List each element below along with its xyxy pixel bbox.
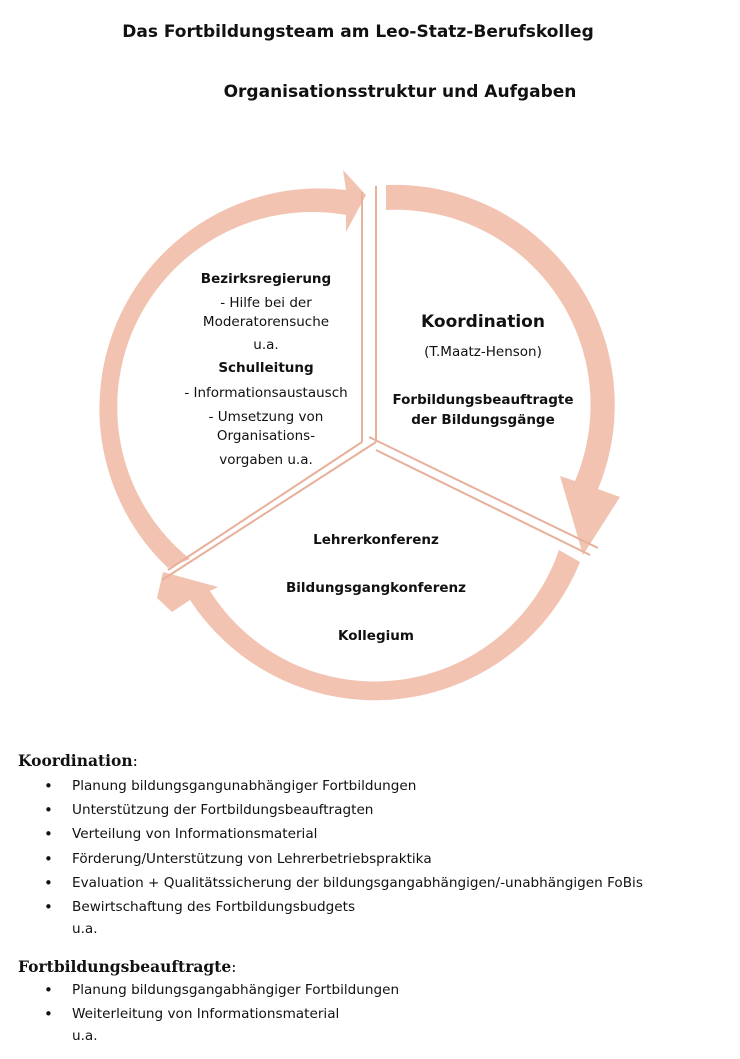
beauftragte-task-list: Planung bildungsgangabhängiger Fortbildu… [0,978,399,1027]
right-line1: Forbildungsbeauftragte [392,392,573,408]
left-line: vorgaben u.a. [219,452,313,468]
segment-dividers [161,186,599,581]
right-title: Koordination [421,312,545,332]
list-trailer: u.a. [72,1028,98,1044]
page-title: Das Fortbildungsteam am Leo-Statz-Berufs… [122,22,594,42]
list-item: Verteilung von Informationsmaterial [0,822,643,846]
bottom-line: Lehrerkonferenz [313,532,439,548]
left-line: - Umsetzung von [209,409,324,425]
list-item: Förderung/Unterstützung von Lehrerbetrie… [0,847,643,871]
segment-bottom: Lehrerkonferenz Bildungsgangkonferenz Ko… [286,532,466,644]
segment-left: Bezirksregierung - Hilfe bei der Moderat… [184,271,347,468]
arrow-koordination-to-konferenz [386,184,620,555]
arrow-leitung-to-koordination [99,170,366,568]
left-line: - Informationsaustausch [184,385,347,401]
list-item: Bewirtschaftung des Fortbildungsbudgets [0,895,643,919]
bottom-line: Kollegium [338,628,414,644]
segment-right: Koordination (T.Maatz-Henson) Forbildung… [392,312,573,428]
left-line: Moderatorensuche [203,314,329,330]
list-item: Planung bildungsgangabhängiger Fortbildu… [0,978,399,1002]
organisation-cycle-diagram: Bezirksregierung - Hilfe bei der Moderat… [99,170,620,701]
koordination-task-list: Planung bildungsgangunabhängiger Fortbil… [0,774,643,919]
list-item: Evaluation + Qualitätssicherung der bild… [0,871,643,895]
page-subtitle: Organisationsstruktur und Aufgaben [223,82,577,102]
left-line: - Hilfe bei der [220,295,312,311]
right-person: (T.Maatz-Henson) [424,344,542,360]
right-line2: der Bildungsgänge [411,412,555,428]
left-line: Organisations- [217,428,315,444]
left-line: Schulleitung [218,360,313,376]
left-line: Bezirksregierung [201,271,331,287]
heading-text: Koordination [18,751,133,770]
cycle-arrows [99,170,620,701]
list-item: Planung bildungsgangunabhängiger Fortbil… [0,774,643,798]
list-trailer: u.a. [72,921,98,937]
left-line: u.a. [253,337,278,353]
list-item: Weiterleitung von Informationsmaterial [0,1002,399,1026]
bottom-line: Bildungsgangkonferenz [286,580,466,596]
heading-text: Fortbildungsbeauftragte [18,957,232,976]
arrow-konferenz-to-leitung [157,550,580,701]
section-heading-fortbildungsbeauftragte: Fortbildungsbeauftragte: [18,957,237,976]
section-heading-koordination: Koordination: [18,751,138,770]
list-item: Unterstützung der Fortbildungsbeauftragt… [0,798,643,822]
